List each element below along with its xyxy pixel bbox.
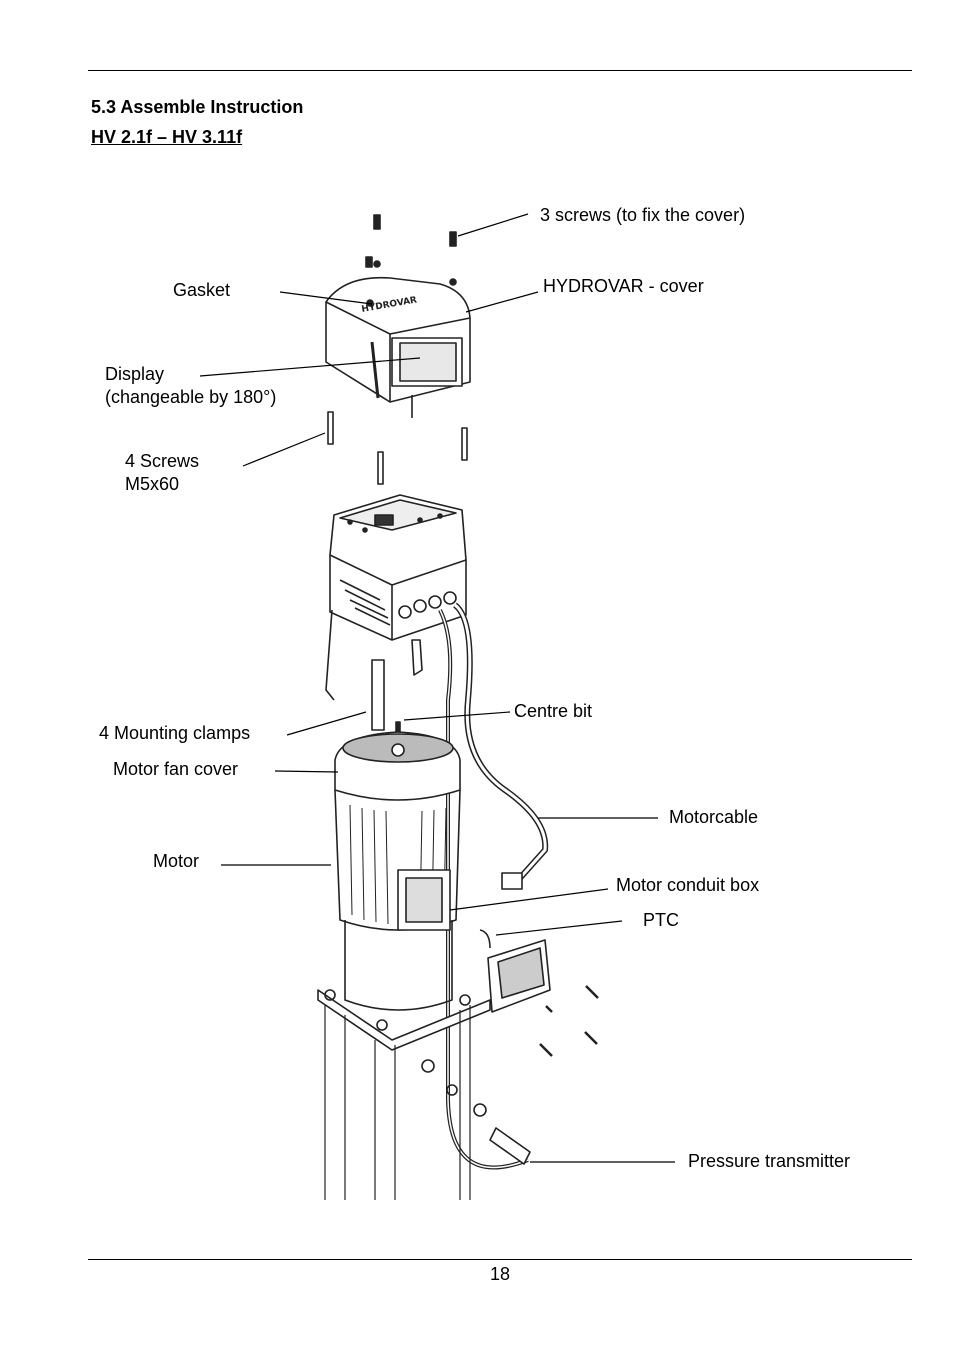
leader-lines [199,213,675,1163]
section-heading: 5.3 Assemble Instruction [91,97,304,117]
page-number: 18 [489,1264,511,1284]
hydrovar-drive [329,494,467,641]
label-pressure-transmitter: Pressure transmitter [688,1151,851,1171]
motor [334,731,461,1011]
label-display: Display [105,364,165,384]
label-4-screws: 4 Screws [125,451,200,471]
m5x60-screws [327,411,468,485]
pressure-transmitter [489,1127,531,1165]
label-screw-size: M5x60 [125,474,180,494]
motor-cable [438,602,549,1170]
mounting-clamps [325,609,423,735]
label-motorcable: Motorcable [669,807,759,827]
conduit-box-cover [479,929,599,1057]
label-centre-bit: Centre bit [514,701,593,721]
cover-screws [365,214,457,286]
top-rule [88,70,912,71]
hydrovar-cover: HYDROVAR [325,276,471,418]
label-mounting-clamps: 4 Mounting clamps [99,723,251,743]
label-gasket: Gasket [173,280,231,300]
bottom-rule [88,1259,912,1260]
pump-base [317,989,491,1200]
label-motor-fan-cover: Motor fan cover [113,759,239,779]
label-ptc: PTC [643,910,679,930]
label-3-screws: 3 screws (to fix the cover) [540,205,746,225]
label-hydrovar-cover: HYDROVAR - cover [543,276,704,296]
label-display-note: (changeable by 180°) [105,387,277,407]
model-range-heading: HV 2.1f – HV 3.11f [91,127,243,147]
label-motor: Motor [153,851,200,871]
label-motor-conduit-box: Motor conduit box [616,875,760,895]
